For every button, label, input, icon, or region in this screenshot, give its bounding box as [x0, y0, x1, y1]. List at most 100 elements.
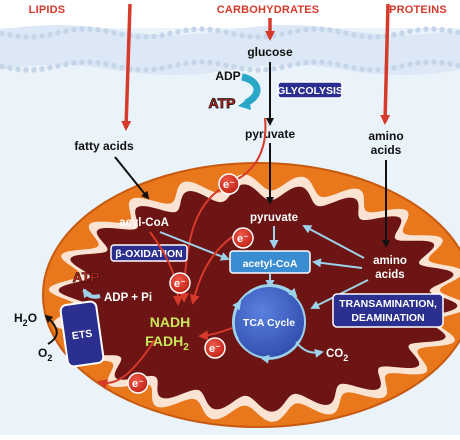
ets-atp-arrow	[82, 288, 101, 299]
lipid-head	[271, 32, 277, 39]
svg-text:ATP: ATP	[73, 269, 100, 285]
lipid-head	[423, 59, 429, 65]
lipid-head	[39, 33, 45, 39]
lipid-head	[415, 27, 421, 33]
lipid-head	[407, 28, 413, 35]
lipid-head	[71, 60, 77, 66]
lipid-head	[319, 26, 325, 32]
tca-co2-arrow	[295, 341, 324, 358]
ets-complex: ETS	[59, 300, 105, 368]
membrane-lipid-bilayer	[0, 25, 460, 75]
lipid-head	[0, 63, 5, 70]
lipid-head	[15, 33, 21, 40]
h2o-label: H2O	[14, 311, 37, 328]
lipid-head	[327, 60, 333, 66]
lipid-head	[423, 26, 429, 32]
lipid-head	[191, 59, 197, 66]
lipid-head	[391, 64, 397, 71]
lipid-head	[375, 34, 381, 40]
beta-oxidation-label: β-OXIDATION	[115, 248, 182, 260]
lipid-head	[63, 61, 69, 68]
co2-label: CO2	[326, 348, 348, 363]
lipid-head	[87, 26, 93, 32]
svg-text:ATP: ATP	[209, 95, 236, 111]
lipid-head	[111, 29, 117, 36]
lipid-head	[167, 30, 173, 37]
lipid-head	[0, 30, 5, 37]
electron-icon: e⁻	[218, 173, 240, 195]
adp-pi-label: ADP + Pi	[104, 292, 152, 304]
aa-acetyl-arrow	[312, 258, 363, 269]
lipid-head	[279, 31, 285, 37]
lipid-head	[263, 66, 269, 73]
lipid-head	[95, 26, 101, 33]
o2-label: O2	[38, 346, 52, 363]
lipid-head	[439, 59, 445, 66]
header-carbohydrates: CARBOHYDRATES	[217, 4, 320, 16]
lipid-head	[167, 63, 173, 70]
lipid-head	[263, 33, 269, 40]
lipid-head	[175, 29, 181, 35]
lipid-head	[247, 33, 253, 40]
lipid-head	[71, 27, 77, 33]
lipid-head	[215, 60, 221, 67]
lipid-head	[311, 59, 317, 65]
fadh2-label: FADH2	[145, 333, 189, 353]
lipid-head	[47, 64, 53, 71]
lipid-head	[223, 62, 229, 68]
lipid-head	[431, 59, 437, 65]
lipid-head	[279, 64, 285, 70]
electron-icon: e⁻	[204, 337, 226, 359]
lipid-head	[23, 34, 29, 40]
fatty-acids-label: fatty acids	[74, 139, 134, 153]
tca-nadh-arrow	[198, 327, 233, 341]
lipid-head	[215, 27, 221, 34]
pyruvate-nadh-arrow	[189, 233, 237, 305]
lipid-head	[239, 32, 245, 39]
lipid-head	[375, 67, 381, 73]
electron-circle	[232, 227, 254, 249]
electron-circle	[169, 272, 191, 294]
lipid-head	[255, 67, 261, 73]
lipid-head	[151, 33, 157, 40]
lipid-head	[303, 59, 309, 66]
lipids-arrow	[121, 3, 132, 131]
lipid-head	[191, 26, 197, 33]
lipid-head	[143, 34, 149, 40]
electron-icon: e⁻	[169, 272, 191, 294]
acetyl-coa-label: acetyl-CoA	[243, 258, 298, 270]
amino-acids-matrix-l1: amino	[373, 255, 407, 267]
lipid-head	[247, 66, 253, 73]
lipid-head	[455, 62, 460, 69]
lipid-head	[351, 65, 357, 71]
pyruvate-cytosol-label: pyruvate	[245, 127, 295, 141]
lipid-head	[39, 66, 45, 72]
electron-icon: e⁻	[232, 227, 254, 249]
lipid-head	[271, 65, 277, 72]
tca-cycle-label: TCA Cycle	[243, 317, 295, 329]
electron-circle	[127, 372, 149, 394]
lipid-head	[327, 27, 333, 33]
lipid-head	[351, 32, 357, 38]
lipid-head	[239, 65, 245, 72]
lipid-head	[55, 30, 61, 36]
lipid-head	[23, 67, 29, 73]
amino-acids-cytosol-l1: amino	[368, 129, 403, 143]
lipid-head	[295, 61, 301, 67]
header-lipids: LIPIDS	[29, 4, 66, 16]
lipid-head	[415, 60, 421, 66]
lipid-head	[287, 62, 293, 69]
lipid-head	[439, 26, 445, 33]
lipid-head	[55, 63, 61, 69]
amino-acids-matrix-l2: acids	[375, 269, 404, 281]
atp-glycolysis: ATP	[208, 95, 236, 112]
electron-circle	[204, 337, 226, 359]
lipid-head	[151, 66, 157, 73]
lipid-head	[455, 29, 460, 36]
lipid-head	[63, 28, 69, 35]
lipid-head	[135, 67, 141, 73]
lipid-head	[79, 59, 85, 65]
lipid-head	[359, 66, 365, 73]
lipid-head	[407, 61, 413, 68]
